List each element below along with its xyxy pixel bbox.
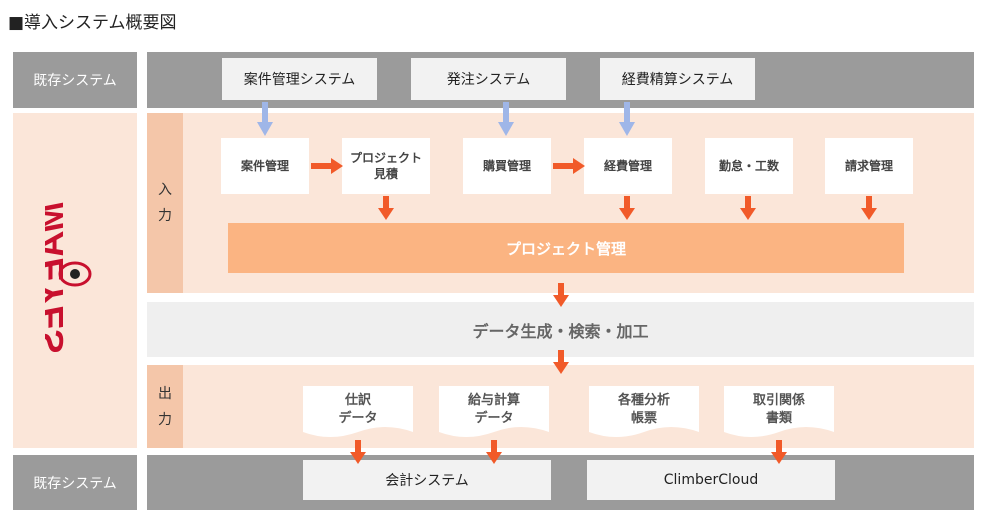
output-label-char2: 力 (158, 411, 172, 428)
module-case-management: 案件管理 (221, 138, 309, 194)
data-processing-band: データ生成・検索・加工 (147, 302, 974, 357)
page-title: ■導入システム概要図 (8, 13, 177, 33)
document-analysis-line2: 帳票 (630, 411, 657, 426)
document-journal-line2: データ (338, 411, 378, 426)
document-payroll-data: 給与計算 データ (439, 386, 549, 442)
input-label-char1: 入 (158, 182, 172, 198)
document-shape (589, 386, 699, 437)
system-box-climbercloud: ClimberCloud (587, 460, 835, 500)
band-label-existing-bottom: 既存システム (13, 455, 137, 510)
document-journal-data: 仕訳 データ (303, 386, 413, 442)
input-label-char2: 力 (158, 208, 172, 224)
module-project-estimate-line2: 見積 (373, 167, 398, 181)
document-payroll-line1: 給与計算 (467, 393, 520, 408)
input-label: 入 力 (147, 113, 183, 293)
maeyes-logo: MAEYES (45, 202, 92, 354)
document-journal-line1: 仕訳 (344, 393, 371, 408)
document-transaction-line1: 取引関係 (752, 393, 805, 408)
system-box-ordering: 発注システム (411, 58, 566, 100)
system-box-accounting: 会計システム (303, 460, 551, 500)
document-transaction-docs: 取引関係 書類 (724, 386, 834, 442)
document-shape (303, 386, 413, 437)
document-shape (439, 386, 549, 437)
document-payroll-line2: データ (474, 411, 514, 426)
output-section (147, 365, 974, 448)
output-label: 出 力 (147, 365, 183, 448)
module-project-estimate: プロジェクト 見積 (342, 138, 430, 194)
existing-systems-band-bottom (147, 455, 974, 510)
svg-text:MAEYES: MAEYES (45, 202, 71, 354)
document-analysis-reports: 各種分析 帳票 (589, 386, 699, 442)
system-box-case-management: 案件管理システム (222, 58, 377, 100)
band-label-existing-top: 既存システム (13, 52, 137, 108)
document-transaction-line2: 書類 (765, 411, 792, 426)
maeyes-logo-panel: MAEYES (13, 113, 137, 448)
module-project-estimate-line1: プロジェクト (349, 151, 422, 165)
module-expense: 経費管理 (584, 138, 672, 194)
module-attendance: 勤怠・工数 (705, 138, 793, 194)
document-shape (724, 386, 834, 437)
system-box-expense: 経費精算システム (600, 58, 755, 100)
output-label-char1: 出 (158, 385, 172, 402)
module-purchasing: 購買管理 (463, 138, 551, 194)
document-analysis-line1: 各種分析 (617, 393, 670, 408)
module-billing: 請求管理 (825, 138, 913, 194)
project-management-bar: プロジェクト管理 (228, 223, 904, 273)
